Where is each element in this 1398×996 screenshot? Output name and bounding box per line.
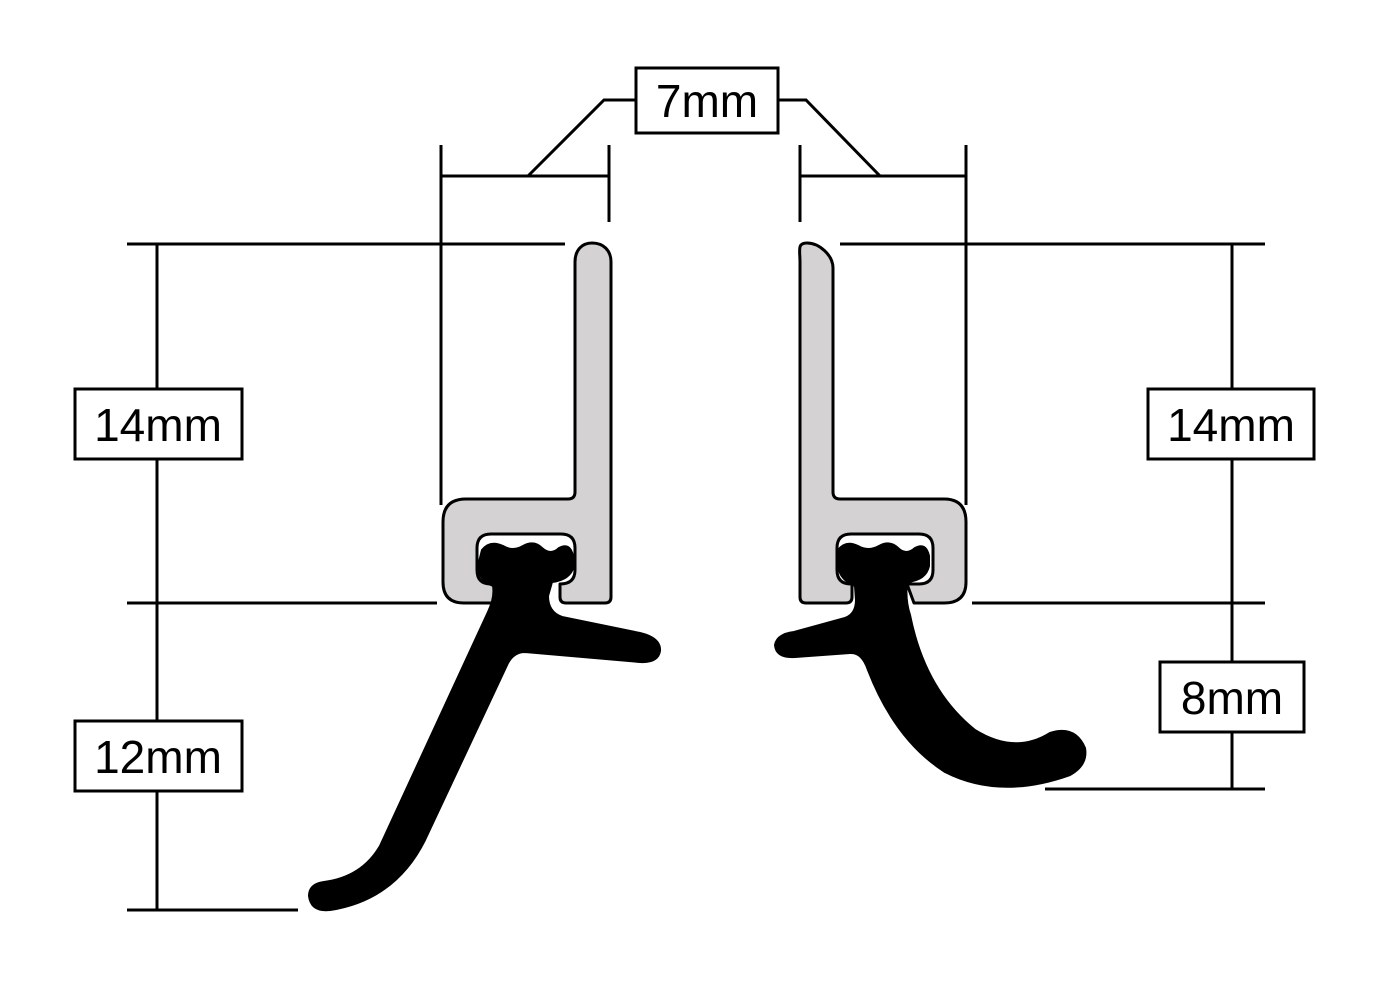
right-upper-height-label: 14mm bbox=[1167, 399, 1295, 451]
left-rubber-seal bbox=[308, 542, 662, 912]
label-left-lower-height: 12mm bbox=[73, 719, 244, 793]
label-gap-width: 7mm bbox=[634, 66, 780, 135]
label-left-upper-height: 14mm bbox=[73, 387, 244, 461]
label-right-lower-height: 8mm bbox=[1158, 660, 1306, 734]
left-aluminium-profile bbox=[441, 241, 613, 605]
right-aluminium-profile bbox=[798, 241, 968, 605]
label-right-upper-height: 14mm bbox=[1146, 387, 1316, 461]
dimension-lines bbox=[127, 98, 1265, 912]
gap-width-label: 7mm bbox=[656, 75, 758, 127]
right-rubber-seal bbox=[774, 542, 1087, 788]
left-profile bbox=[308, 241, 662, 912]
left-lower-height-label: 12mm bbox=[94, 731, 222, 783]
right-profile bbox=[774, 241, 1087, 788]
left-upper-height-label: 14mm bbox=[94, 399, 222, 451]
right-lower-height-label: 8mm bbox=[1181, 672, 1283, 724]
